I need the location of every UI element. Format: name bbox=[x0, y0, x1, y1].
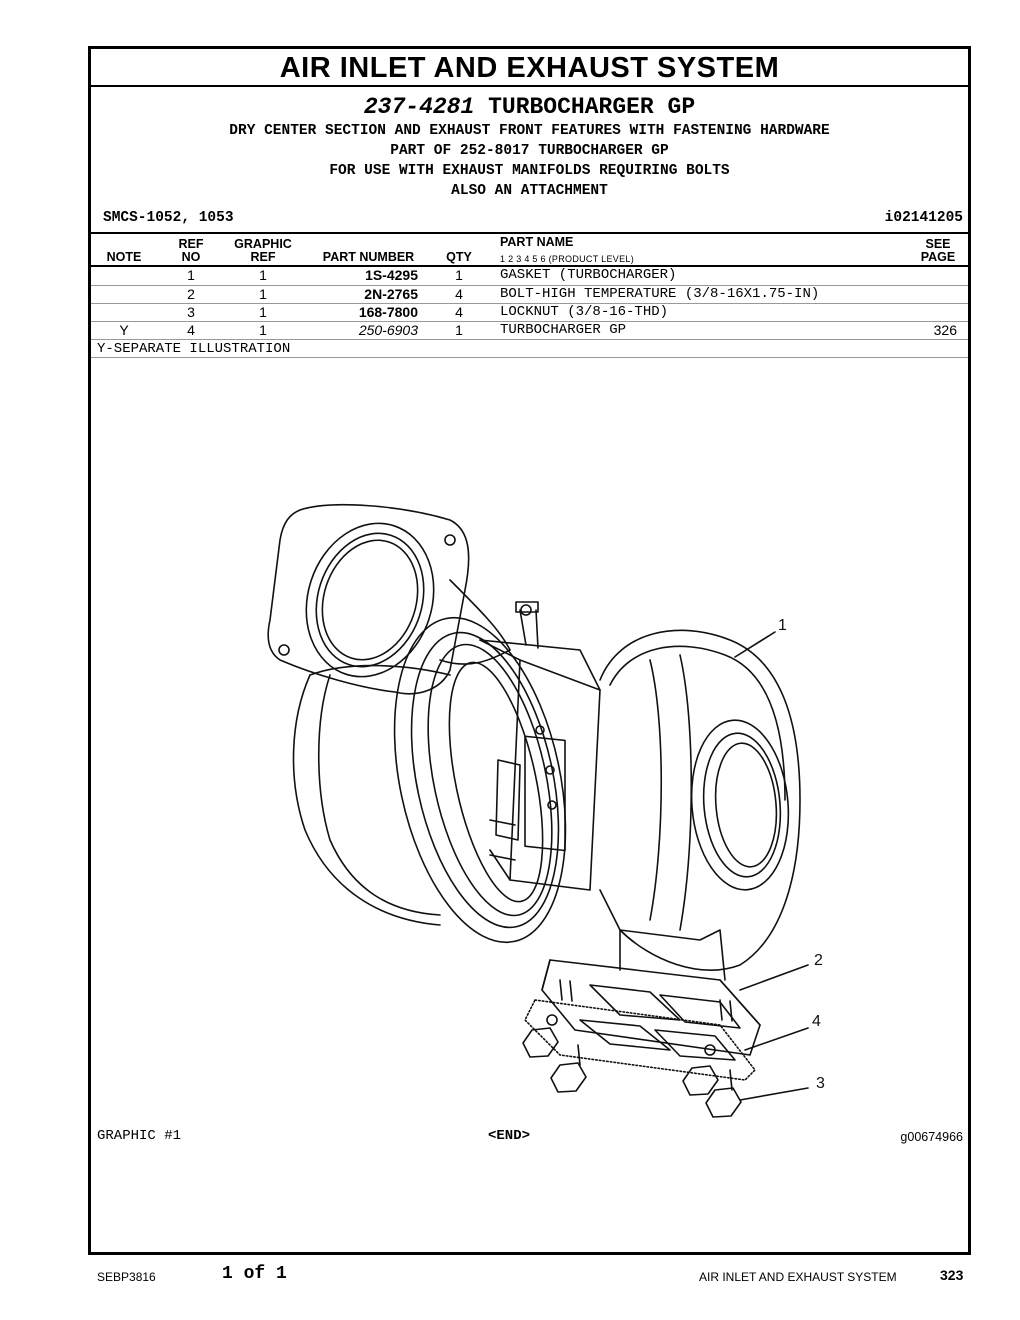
row-part-name: TURBOCHARGER GP bbox=[500, 322, 627, 338]
callout-label: 1 bbox=[778, 617, 787, 634]
callout-label: 3 bbox=[816, 1075, 825, 1092]
section-title: AIR INLET AND EXHAUST SYSTEM bbox=[91, 49, 968, 87]
row-divider bbox=[91, 321, 968, 322]
row-part-number[interactable]: 2N-2765 bbox=[364, 286, 418, 302]
row-ref: 1 bbox=[187, 267, 195, 283]
graphic-number: g00674966 bbox=[900, 1130, 963, 1144]
row-ref: 4 bbox=[187, 322, 195, 338]
graphic-label: GRAPHIC #1 bbox=[97, 1128, 182, 1144]
col-header-part-number: PART NUMBER bbox=[322, 250, 415, 264]
group-description-line: PART OF 252-8017 TURBOCHARGER GP bbox=[390, 143, 669, 159]
table-header-rule bbox=[91, 265, 968, 267]
group-part-number: 237-4281 bbox=[363, 94, 475, 120]
note-legend: Y-SEPARATE ILLUSTRATION bbox=[97, 341, 291, 357]
callout-label: 4 bbox=[812, 1013, 821, 1030]
row-part-name: BOLT-HIGH TEMPERATURE (3/8-16X1.75-IN) bbox=[500, 286, 820, 302]
illustration-id: i02141205 bbox=[884, 210, 963, 226]
row-note: Y bbox=[119, 322, 129, 338]
row-qty: 4 bbox=[455, 304, 463, 320]
group-name: TURBOCHARGER GP bbox=[488, 94, 696, 120]
footer-doc-number: SEBP3816 bbox=[97, 1270, 156, 1284]
header-rule bbox=[91, 232, 968, 234]
col-header-graphic-ref: REF bbox=[250, 250, 276, 264]
row-part-number[interactable]: 168-7800 bbox=[358, 304, 418, 320]
row-graphic: 1 bbox=[259, 286, 267, 302]
row-qty: 4 bbox=[455, 286, 463, 302]
footer-section: AIR INLET AND EXHAUST SYSTEM bbox=[699, 1270, 897, 1284]
row-graphic: 1 bbox=[259, 322, 267, 338]
row-graphic: 1 bbox=[259, 304, 267, 320]
row-ref: 3 bbox=[187, 304, 195, 320]
group-title: 237-4281 TURBOCHARGER GP bbox=[91, 94, 968, 120]
col-header-note: NOTE bbox=[106, 250, 142, 264]
row-part-name: GASKET (TURBOCHARGER) bbox=[500, 267, 677, 283]
row-divider bbox=[91, 285, 968, 286]
page-frame: AIR INLET AND EXHAUST SYSTEM 237-4281 TU… bbox=[88, 46, 971, 1255]
callout-label: 2 bbox=[814, 952, 823, 969]
footer-page-of: 1 of 1 bbox=[222, 1264, 287, 1284]
col-header-see-page: PAGE bbox=[920, 250, 956, 264]
row-qty: 1 bbox=[455, 267, 463, 283]
row-divider bbox=[91, 339, 968, 340]
row-graphic: 1 bbox=[259, 267, 267, 283]
row-divider bbox=[91, 303, 968, 304]
row-see-page[interactable]: 326 bbox=[933, 322, 957, 338]
group-description-line: FOR USE WITH EXHAUST MANIFOLDS REQUIRING… bbox=[329, 163, 730, 179]
product-level-header: 1 2 3 4 5 6 (PRODUCT LEVEL) bbox=[500, 254, 634, 264]
col-header-ref: REF bbox=[178, 237, 204, 251]
col-header-ref-no: NO bbox=[181, 250, 201, 264]
row-part-name: LOCKNUT (3/8-16-THD) bbox=[500, 304, 669, 320]
group-description-line: ALSO AN ATTACHMENT bbox=[451, 183, 608, 199]
col-header-qty: QTY bbox=[446, 250, 472, 264]
legend-divider bbox=[91, 357, 968, 358]
col-header-part-name: PART NAME bbox=[500, 235, 574, 249]
row-part-number[interactable]: 250-6903 bbox=[358, 322, 418, 338]
end-marker: <END> bbox=[488, 1128, 531, 1144]
row-ref: 2 bbox=[187, 286, 195, 302]
smcs-codes: SMCS-1052, 1053 bbox=[103, 210, 234, 226]
row-qty: 1 bbox=[455, 322, 463, 338]
footer-page-number: 323 bbox=[940, 1267, 964, 1283]
col-header-graphic: GRAPHIC bbox=[234, 237, 292, 251]
turbocharger-illustration: 1 2 4 3 bbox=[267, 504, 825, 1118]
row-part-number[interactable]: 1S-4295 bbox=[365, 267, 418, 283]
group-description-line: DRY CENTER SECTION AND EXHAUST FRONT FEA… bbox=[229, 123, 830, 139]
col-header-see: SEE bbox=[925, 237, 951, 251]
